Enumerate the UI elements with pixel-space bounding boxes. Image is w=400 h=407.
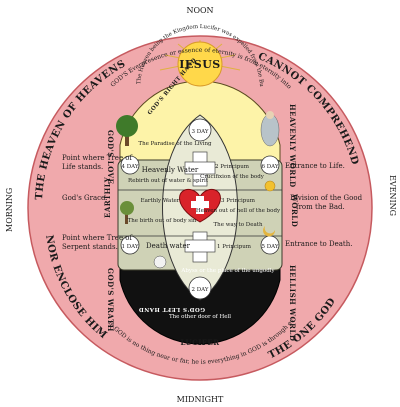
svg-text:5 DAY: 5 DAY (261, 244, 278, 250)
gods-love: GOD'S LOVE (106, 130, 115, 184)
rebirth-text: Rebirth out of water & spirit (128, 178, 209, 184)
hellish-world: HELLISH WORLD (288, 265, 297, 341)
world-label: WORLD (290, 193, 299, 227)
tree-of-serpent-icon (120, 201, 134, 224)
crucifixion-text: Crucifixion of the body (200, 174, 265, 180)
sun-label: IESUS (179, 58, 221, 71)
earthly-water-text: Earthly Water (141, 198, 180, 204)
label-division-1: Division of the Good (290, 194, 363, 202)
label-division-2: from the Bad. (296, 203, 345, 211)
heavenly-world: HEAVENLY WORLD (288, 104, 297, 188)
way-death-text: The way to Death (213, 222, 262, 228)
paradise-text: The Paradise of the Living (138, 141, 212, 147)
svg-text:4 DAY: 4 DAY (121, 164, 138, 170)
sun (177, 41, 223, 87)
heart-cross-icon (191, 196, 209, 214)
label-tree-life-2: Life stands. (62, 163, 103, 171)
svg-text:1 DAY: 1 DAY (121, 244, 138, 250)
day1-badge: 1 DAY (120, 235, 140, 255)
svg-text:6 DAY: 6 DAY (261, 164, 278, 170)
death-water-text: Death water (146, 242, 191, 250)
earthly-label: EARTHLY (103, 176, 112, 218)
day6-badge: 6 DAY (260, 155, 280, 175)
label-tree-serpent-2: Serpent stands. (62, 243, 118, 251)
abyss-text: Abyss or the place of the ungodly (180, 268, 275, 274)
heaven-hell-text: Heaven out of hell of the body (196, 208, 281, 214)
label-tree-life-1: Point where Tree of (62, 154, 134, 162)
small-sun-icon (264, 180, 276, 192)
day2-badge: 2 DAY (188, 276, 212, 300)
skull-icon (153, 255, 167, 269)
cross-upper-icon (184, 151, 216, 187)
heavenly-water-text: Heavenly Water (142, 166, 199, 174)
day3-badge: 3 DAY (188, 118, 212, 142)
principium2-text: 2 Principum (215, 164, 250, 170)
lucifer-label: LUCIFER (180, 338, 219, 347)
day4-badge: 4 DAY (120, 155, 140, 175)
principium1-text: 1 Principum (217, 244, 252, 250)
birth-body-text: The birth out of body sin (128, 218, 197, 224)
svg-text:2 DAY: 2 DAY (191, 287, 208, 293)
hell-bottom-text: The other door of Hell (169, 314, 231, 320)
label-entrance-death: Entrance to Death. (285, 240, 352, 248)
compass-evening: EVENING (388, 175, 397, 216)
svg-text:3 DAY: 3 DAY (191, 129, 208, 135)
gods-wrath: GOD'S WRATH (106, 268, 115, 332)
compass-morning: MORNING (5, 188, 14, 232)
cross-lower-icon (184, 231, 216, 263)
label-entrance-life: Entrance to Life. (285, 162, 345, 170)
principium3-text: 3 Principum (221, 198, 256, 204)
compass-noon: NOON (186, 6, 213, 15)
compass-midnight: MIDNIGHT (177, 395, 224, 404)
gods-left-hand: GOD'S LEFT HAND (138, 306, 205, 312)
angel-icon (260, 111, 280, 147)
tree-of-life-icon (116, 115, 138, 146)
day5-badge: 5 DAY (260, 235, 280, 255)
moon-icon (263, 226, 276, 237)
hell-lobe (119, 259, 281, 345)
label-tree-serpent-1: Point where Tree of (62, 234, 134, 242)
label-gods-grace: God's Grace. (62, 194, 107, 202)
